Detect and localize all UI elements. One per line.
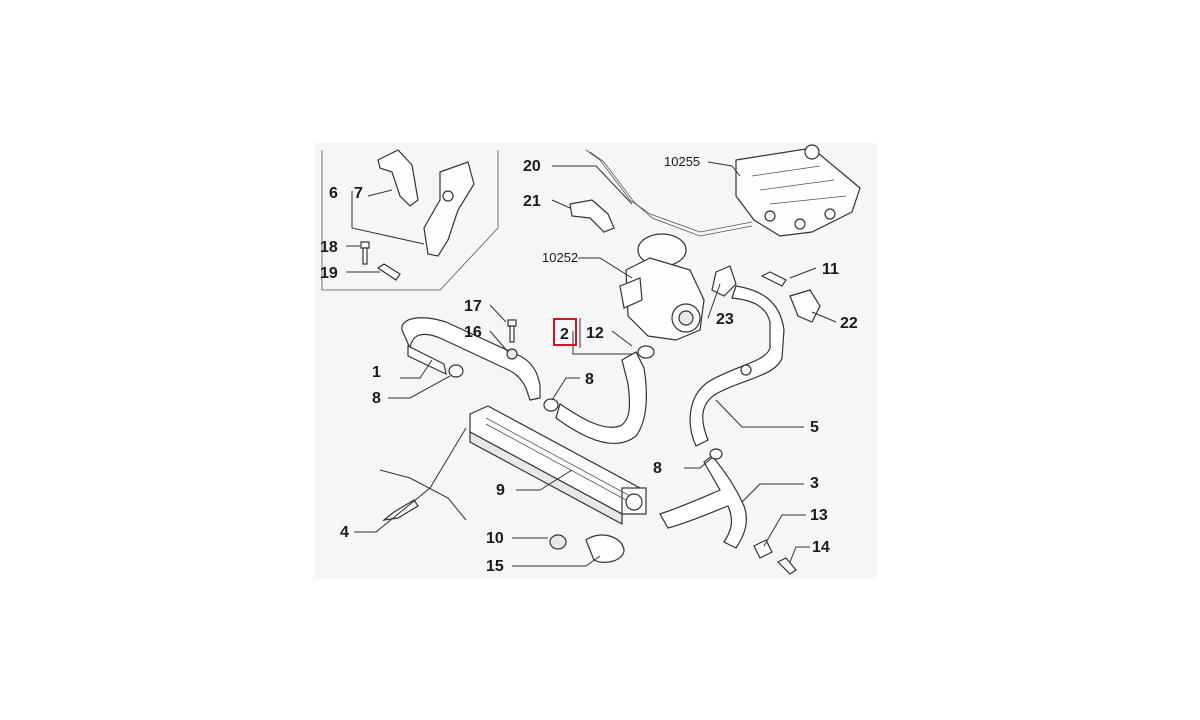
turbocharger-10252 <box>619 233 705 341</box>
leader-23 <box>707 283 721 319</box>
leader-11 <box>789 267 817 279</box>
leader-9 <box>516 469 573 491</box>
clamp-part-15 <box>585 534 625 563</box>
turbo-flange <box>619 277 643 309</box>
hose-part-2 <box>555 351 647 444</box>
nut-16 <box>506 348 518 360</box>
plug-part-13 <box>753 539 773 559</box>
bolt-18-shank <box>362 247 368 265</box>
hose-part-5 <box>689 285 785 447</box>
manifold-bolt-a <box>764 210 776 222</box>
hose-5-clip <box>740 364 752 376</box>
label-part-17: 17 <box>464 298 482 315</box>
inset-frame <box>321 150 499 291</box>
label-part-8-right: 8 <box>653 460 662 477</box>
inset-bracket-group <box>321 149 499 291</box>
manifold-port <box>804 144 820 160</box>
leader-20 <box>552 165 633 205</box>
leader-17 <box>489 304 507 323</box>
label-part-2: 2 <box>560 326 569 343</box>
bolt-part-4 <box>381 499 419 521</box>
label-part-20: 20 <box>523 158 541 175</box>
leader-12 <box>611 330 633 347</box>
leader-21 <box>551 199 571 209</box>
bolt-17-shank <box>509 325 515 343</box>
leader-8b <box>551 377 580 401</box>
clamp-8b <box>543 398 559 412</box>
label-part-9: 9 <box>496 482 505 499</box>
label-part-6: 6 <box>329 185 338 202</box>
intercooler-outlet-port <box>625 493 643 511</box>
leader-10252 <box>578 257 633 279</box>
label-part-3: 3 <box>810 475 819 492</box>
leader-13 <box>763 514 806 547</box>
leader-16 <box>489 330 509 353</box>
bolt-part-14 <box>776 557 797 575</box>
leader-7 <box>367 189 393 197</box>
clamp-8a <box>448 364 464 378</box>
turbo-inlet-core <box>678 310 694 326</box>
label-part-7: 7 <box>354 185 363 202</box>
highlight-box-part-2 <box>553 318 577 346</box>
leader-10255 <box>707 161 741 177</box>
hose-1-end <box>407 345 447 376</box>
leader-4-guide <box>379 469 467 521</box>
leader-6 <box>351 191 425 245</box>
label-part-22: 22 <box>840 315 858 332</box>
leader-4 <box>354 427 467 533</box>
label-part-13: 13 <box>810 507 828 524</box>
label-part-8-middle: 8 <box>585 371 594 388</box>
intercooler-fins <box>485 417 631 501</box>
label-part-1: 1 <box>372 364 381 381</box>
manifold-bolt-c <box>824 208 836 220</box>
bolt-17-head <box>507 319 517 327</box>
leader-lines <box>346 161 837 567</box>
label-part-8-left: 8 <box>372 390 381 407</box>
label-part-10255: 10255 <box>664 154 700 169</box>
bolt-19 <box>376 263 401 281</box>
bracket-part-21 <box>569 199 615 233</box>
sensor-part-22 <box>789 289 821 323</box>
manifold-bolt-b <box>794 218 806 230</box>
label-part-23: 23 <box>716 311 734 328</box>
bolt-part-11 <box>760 271 787 287</box>
leader-22 <box>811 311 837 323</box>
leader-3 <box>741 483 804 503</box>
label-part-14: 14 <box>812 539 830 556</box>
clamp-12 <box>637 345 655 359</box>
label-part-16: 16 <box>464 324 482 341</box>
gasket-part-23 <box>711 265 737 297</box>
bracket-part-6 <box>423 161 475 257</box>
bracket-part-7 <box>377 149 419 207</box>
label-part-12: 12 <box>586 325 604 342</box>
label-part-18: 18 <box>320 239 338 256</box>
label-part-21: 21 <box>523 193 541 210</box>
intercooler-base <box>469 430 623 526</box>
bracket-hole <box>442 190 454 202</box>
label-part-10252: 10252 <box>542 250 578 265</box>
leader-8a <box>388 375 451 399</box>
intake-manifold-10255 <box>735 144 861 237</box>
hose-part-3 <box>659 455 748 549</box>
label-part-15: 15 <box>486 558 504 575</box>
bolt-18-head <box>360 241 370 249</box>
label-part-11: 11 <box>822 261 839 278</box>
leader-5 <box>715 399 804 428</box>
leader-1 <box>400 359 433 379</box>
leader-2 <box>572 331 632 355</box>
part-labels: 6 7 18 19 17 16 1 8 8 2 12 10252 21 20 1… <box>320 154 858 575</box>
label-part-19: 19 <box>320 265 338 282</box>
ring-part-10 <box>549 534 567 550</box>
leader-14 <box>789 546 810 563</box>
clamp-8c <box>709 448 723 460</box>
label-part-5: 5 <box>810 419 819 436</box>
pipe-20-inner <box>589 151 753 237</box>
manifold-runners <box>751 165 847 205</box>
leader-8c <box>684 457 713 469</box>
leader-15 <box>512 555 601 567</box>
label-part-10: 10 <box>486 530 504 547</box>
label-part-4: 4 <box>340 524 349 541</box>
